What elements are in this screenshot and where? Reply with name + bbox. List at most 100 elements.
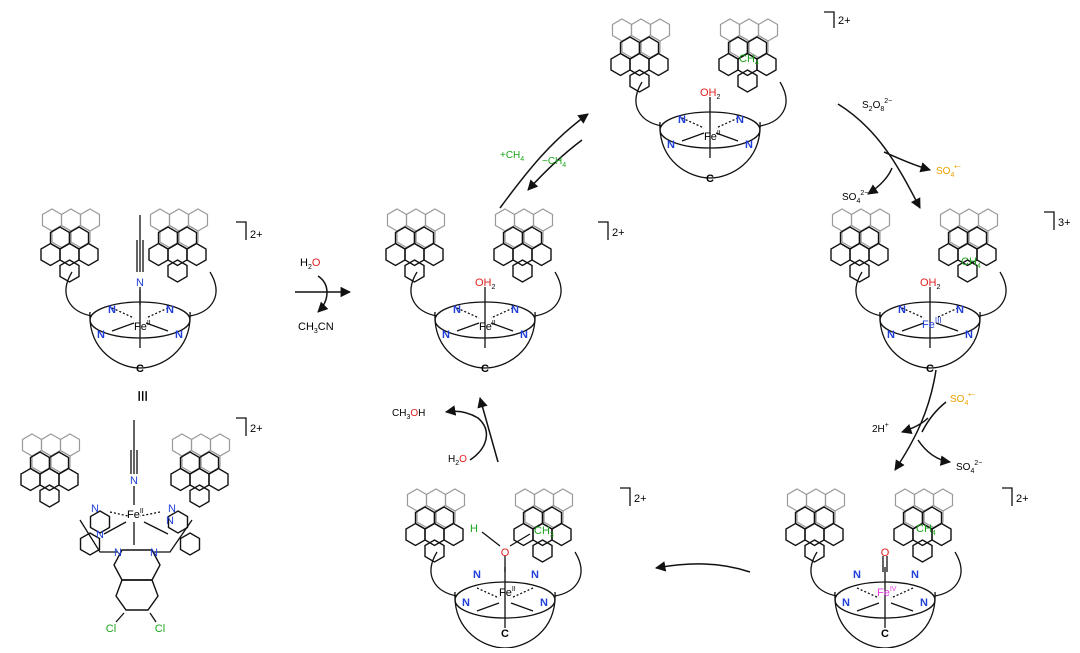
- charge-label: 2+: [1016, 493, 1029, 505]
- atom-n: N: [442, 329, 450, 341]
- aqua-ligand: OH2: [700, 87, 721, 101]
- atom-n: N: [96, 529, 104, 541]
- charge-label: 2+: [634, 493, 647, 505]
- atom-c: C: [501, 628, 509, 640]
- iron-center: FeIII: [922, 316, 942, 331]
- acetonitrile-ligand: [136, 215, 144, 305]
- atom-n: N: [114, 547, 122, 559]
- complex-aqua: [386, 209, 561, 368]
- iron-center: FeII: [134, 320, 151, 333]
- reagent-water: H2O: [448, 454, 467, 467]
- reagent-persulfate: S2O82−: [862, 98, 892, 113]
- complex-iron-iii: [831, 209, 1006, 368]
- atom-n: N: [175, 329, 183, 341]
- iron-center: FeII: [127, 508, 144, 521]
- product-methanol: CH3OH: [392, 408, 425, 421]
- arrow-methane-release: [527, 139, 583, 191]
- atom-n: N: [511, 304, 519, 316]
- complex-open-ligand: [21, 420, 230, 623]
- atom-n: N: [531, 569, 539, 581]
- charge-label: 3+: [1058, 217, 1071, 229]
- atom-n: N: [956, 304, 964, 316]
- methane-guest: CH4: [961, 256, 981, 270]
- byproduct-acetonitrile: CH3CN: [298, 321, 334, 335]
- atom-n: N: [667, 139, 675, 151]
- atom-n: N: [473, 569, 481, 581]
- atom-c: C: [136, 363, 144, 375]
- atom-n: N: [462, 597, 470, 609]
- atom-n-nitrile: N: [136, 277, 144, 289]
- product-sulfate-radical: SO4•−: [936, 164, 961, 179]
- atom-c: C: [481, 363, 489, 375]
- arrow-methane-binding: [499, 113, 589, 209]
- charge-bracket: [1044, 211, 1055, 230]
- oxo-ligand: O: [881, 547, 890, 559]
- charge-bracket: [620, 487, 631, 506]
- byproduct-protons: 2H+: [872, 422, 889, 435]
- complex-aqua-methane: [611, 19, 786, 178]
- charge-label: 2+: [612, 227, 625, 239]
- atom-n: N: [166, 304, 174, 316]
- hydrogen-atom: H: [470, 523, 478, 535]
- byproduct-sulfate: SO42−: [956, 460, 982, 475]
- charge-bracket: [1002, 487, 1013, 506]
- atom-n: N: [965, 329, 973, 341]
- atom-n: N: [898, 304, 906, 316]
- methane-guest: CH4: [739, 53, 759, 67]
- atom-c: C: [881, 628, 889, 640]
- arrow-oxidation-persulfate: [837, 103, 932, 209]
- atom-cl: Cl: [155, 623, 165, 635]
- atom-n: N: [166, 515, 174, 527]
- reagent-water: H2O: [300, 257, 321, 271]
- atom-n: N: [745, 139, 753, 151]
- atom-n: N: [887, 329, 895, 341]
- atom-n: N: [911, 569, 919, 581]
- charge-bracket: [598, 221, 609, 240]
- arrow-oxidation-sulfate-radical: [894, 369, 952, 471]
- atom-n: N: [920, 597, 928, 609]
- complex-acetonitrile: [41, 209, 216, 368]
- reagent-plus-methane: +CH4: [500, 150, 524, 163]
- atom-n: N: [678, 114, 686, 126]
- aqua-ligand: OH2: [475, 277, 496, 291]
- charge-label: 2+: [250, 423, 263, 435]
- atom-c: C: [706, 173, 714, 185]
- charge-bracket: [236, 417, 247, 436]
- atom-n: N: [540, 597, 548, 609]
- iron-center: FeII: [704, 130, 721, 143]
- arrow-hydroxylation: [654, 561, 751, 573]
- atom-n: N: [91, 503, 99, 515]
- complex-iron-oxo: [786, 489, 961, 648]
- atom-n: N: [842, 597, 850, 609]
- atom-n: N: [97, 329, 105, 341]
- atom-c: C: [926, 363, 934, 375]
- complex-methanol-bound: [406, 489, 581, 648]
- atom-n: N: [853, 569, 861, 581]
- aqua-ligand: OH2: [920, 277, 941, 291]
- charge-label: 2+: [838, 15, 851, 27]
- reagent-sulfate-radical: SO4•−: [950, 392, 975, 407]
- iron-center: FeIV: [877, 586, 897, 599]
- iron-center: FeII: [479, 320, 496, 333]
- iron-center: FeII: [499, 586, 516, 599]
- atom-n: N: [108, 304, 116, 316]
- reagent-minus-methane: −CH4: [542, 156, 566, 169]
- byproduct-sulfate: SO42−: [842, 190, 868, 205]
- equivalence-sign: ≡: [131, 390, 153, 402]
- atom-n: N: [150, 547, 158, 559]
- atom-cl: Cl: [106, 623, 116, 635]
- atom-n-nitrile: N: [130, 475, 138, 487]
- atom-n: N: [520, 329, 528, 341]
- arrow-ligand-exchange: [295, 275, 352, 313]
- charge-bracket: [824, 11, 835, 28]
- arrow-methanol-release: [444, 396, 499, 463]
- methane-guest: CH4: [916, 523, 936, 537]
- atom-n: N: [168, 503, 176, 515]
- atom-n: N: [453, 304, 461, 316]
- oxygen-atom: O: [501, 547, 510, 559]
- charge-label: 2+: [250, 229, 263, 241]
- charge-bracket: [236, 221, 247, 240]
- methyl-group: CH3: [534, 525, 554, 539]
- atom-n: N: [736, 114, 744, 126]
